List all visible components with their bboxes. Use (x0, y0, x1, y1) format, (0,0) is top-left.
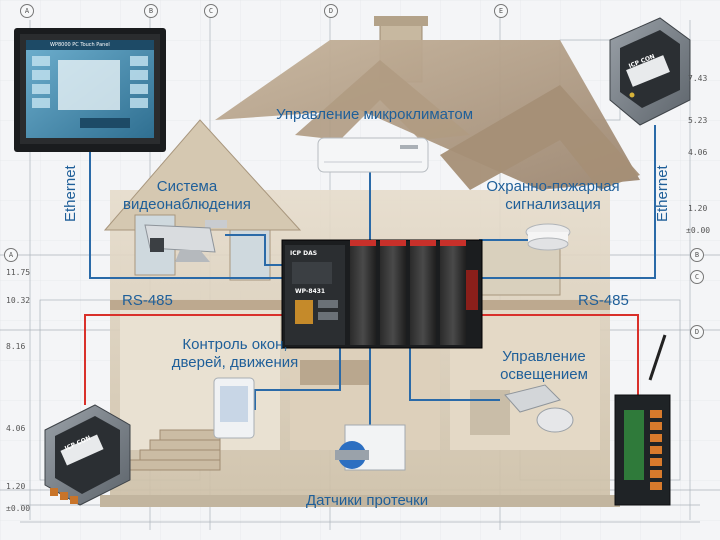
main-controller (281, 239, 483, 349)
dim-left-1: 11.75 (6, 268, 31, 277)
label-video: Система видеонаблюдения (122, 178, 252, 214)
hmi-screen-title: WP8000 PC Touch Panel (50, 42, 110, 48)
label-control-line1: Контроль окон, (182, 336, 288, 353)
dim-right-1: 7.43 (688, 74, 708, 83)
label-ethernet-right: Ethernet (654, 165, 671, 222)
motion-sensor (213, 377, 255, 439)
smoke-detector (525, 223, 571, 251)
label-video-line2: видеонаблюдения (123, 196, 251, 213)
dim-left-6: ±0.00 (6, 504, 31, 513)
dim-right-4: 1.20 (688, 204, 708, 213)
label-control: Контроль окон, дверей, движения (170, 336, 300, 372)
label-rs485-right: RS-485 (578, 292, 629, 309)
label-rs485-left: RS-485 (122, 292, 173, 309)
label-video-line1: Система (156, 178, 218, 195)
air-conditioner (317, 137, 429, 173)
label-lighting-line2: освещением (500, 366, 588, 383)
label-lighting-line1: Управление (502, 348, 586, 365)
io-module-bottom-left (44, 404, 131, 506)
label-lighting: Управление освещением (496, 348, 592, 384)
grid-letter-top-1: A (20, 4, 34, 18)
cctv-camera (144, 220, 227, 262)
controller-model: WP-8431 (295, 288, 326, 295)
dim-left-3: 8.16 (6, 342, 26, 351)
dim-left-4: 4.06 (6, 424, 26, 433)
label-fire: Охранно-пожарная сигнализация (478, 178, 628, 214)
label-leak: Датчики протечки (306, 492, 429, 509)
grid-letter-top-4: D (324, 4, 338, 18)
wireless-controller (614, 334, 671, 506)
grid-letter-top-3: C (204, 4, 218, 18)
grid-letter-left-3: C (690, 270, 704, 284)
rs485-wires (84, 314, 639, 405)
label-microclimate: Управление микроклиматом (276, 106, 474, 123)
grid-letter-top-5: E (494, 4, 508, 18)
lighting-sensor (504, 384, 574, 433)
dim-right-3: 4.06 (688, 148, 708, 157)
controller-brand: ICP DAS (290, 250, 318, 257)
grid-letter-left-2: B (690, 248, 704, 262)
label-control-line2: дверей, движения (171, 354, 299, 371)
grid-letter-left-4: D (690, 325, 704, 339)
ethernet-wires (89, 125, 656, 430)
dim-right-2: 5.23 (688, 116, 708, 125)
label-fire-line1: Охранно-пожарная (486, 178, 620, 195)
hmi-touch-panel (14, 28, 166, 152)
label-fire-line2: сигнализация (505, 196, 601, 213)
grid-letter-top-2: B (144, 4, 158, 18)
leak-sensor (335, 424, 406, 471)
dim-left-5: 1.20 (6, 482, 26, 491)
dim-right-5: ±0.00 (686, 226, 711, 235)
dim-left-2: 10.32 (6, 296, 31, 305)
io-module-top-right (609, 17, 691, 126)
grid-letter-left-1: A (4, 248, 18, 262)
label-ethernet-left: Ethernet (62, 165, 79, 222)
